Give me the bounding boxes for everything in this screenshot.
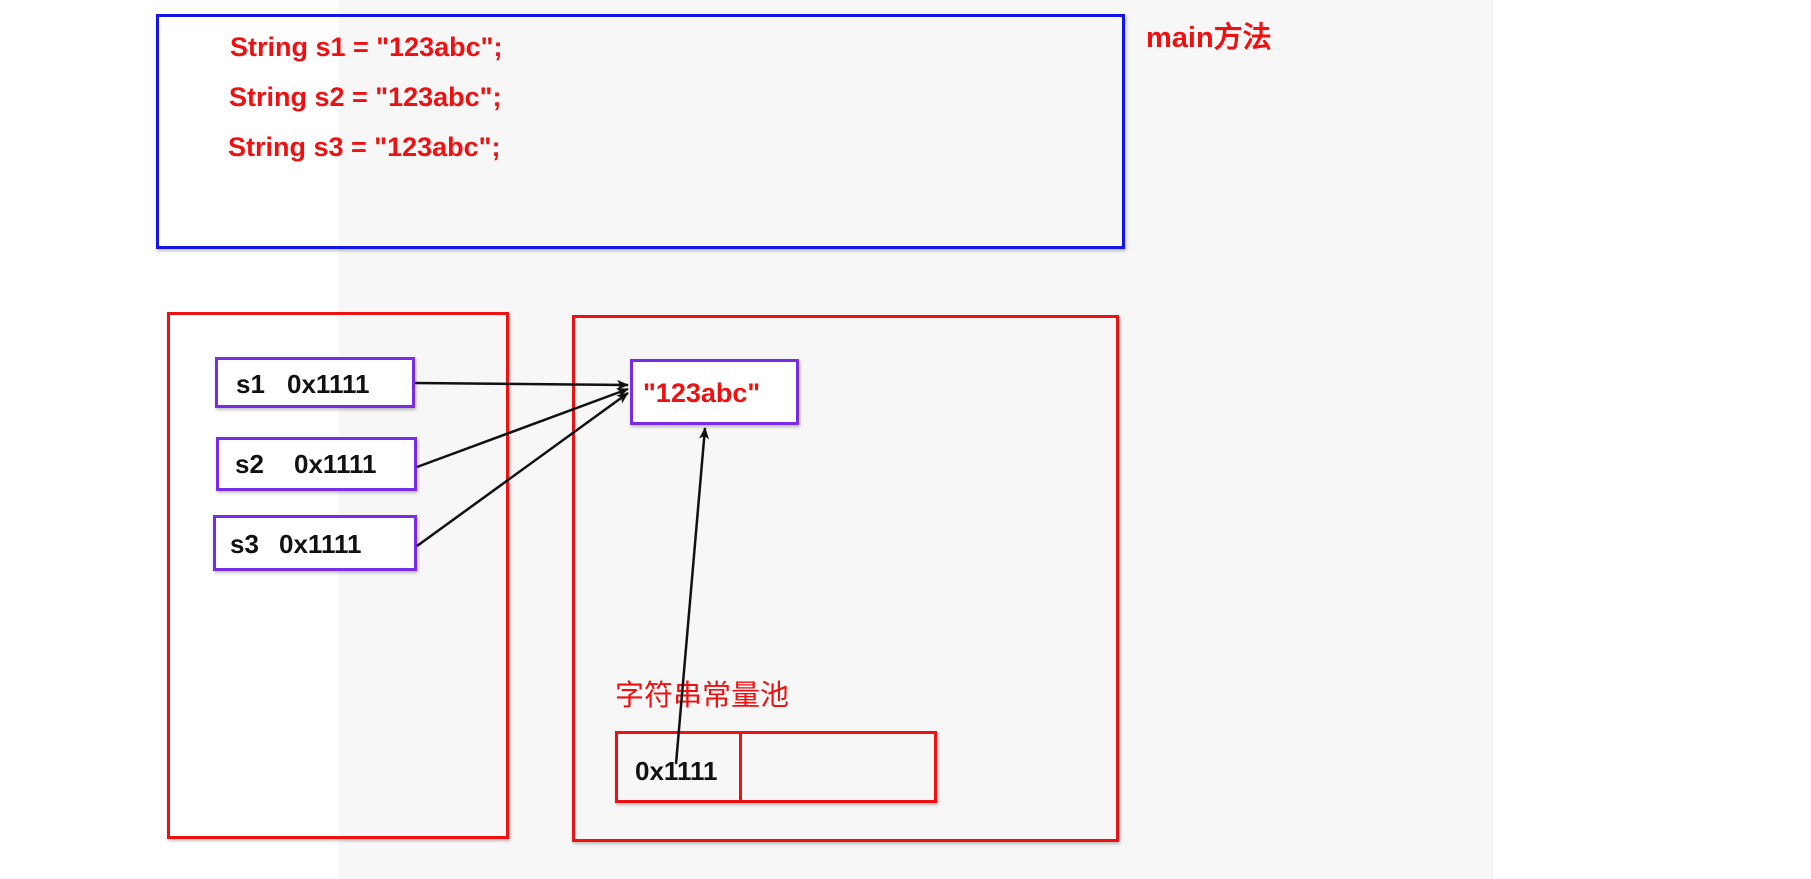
string-pool-box bbox=[615, 731, 937, 803]
stack-var-s2-box bbox=[216, 437, 417, 491]
stack-var-s1-address: 0x1111 bbox=[287, 369, 370, 399]
string-object-value: "123abc" bbox=[643, 378, 761, 408]
main-method-box bbox=[156, 14, 1125, 249]
string-object-box bbox=[630, 359, 799, 425]
stack-var-s2-name: s2 bbox=[235, 449, 264, 479]
stack-var-s1-name: s1 bbox=[236, 369, 265, 399]
code-line-s3: String s3 = "123abc"; bbox=[228, 132, 501, 162]
string-pool-address: 0x1111 bbox=[635, 756, 718, 786]
string-pool-divider bbox=[739, 733, 742, 801]
stack-var-s3-address: 0x1111 bbox=[279, 529, 362, 559]
string-pool-label: 字符串常量池 bbox=[615, 680, 790, 712]
background-panel-edge bbox=[1492, 0, 1493, 879]
stack-var-s3-name: s3 bbox=[230, 529, 259, 559]
code-line-s1: String s1 = "123abc"; bbox=[230, 32, 503, 62]
stack-var-s2-address: 0x1111 bbox=[294, 449, 377, 479]
stack-var-s1-box bbox=[215, 357, 415, 408]
stack-box bbox=[167, 312, 509, 839]
code-line-s2: String s2 = "123abc"; bbox=[229, 82, 502, 112]
heap-box bbox=[572, 315, 1119, 842]
stack-var-s3-box bbox=[213, 515, 417, 571]
main-method-label: main方法 bbox=[1146, 22, 1272, 54]
